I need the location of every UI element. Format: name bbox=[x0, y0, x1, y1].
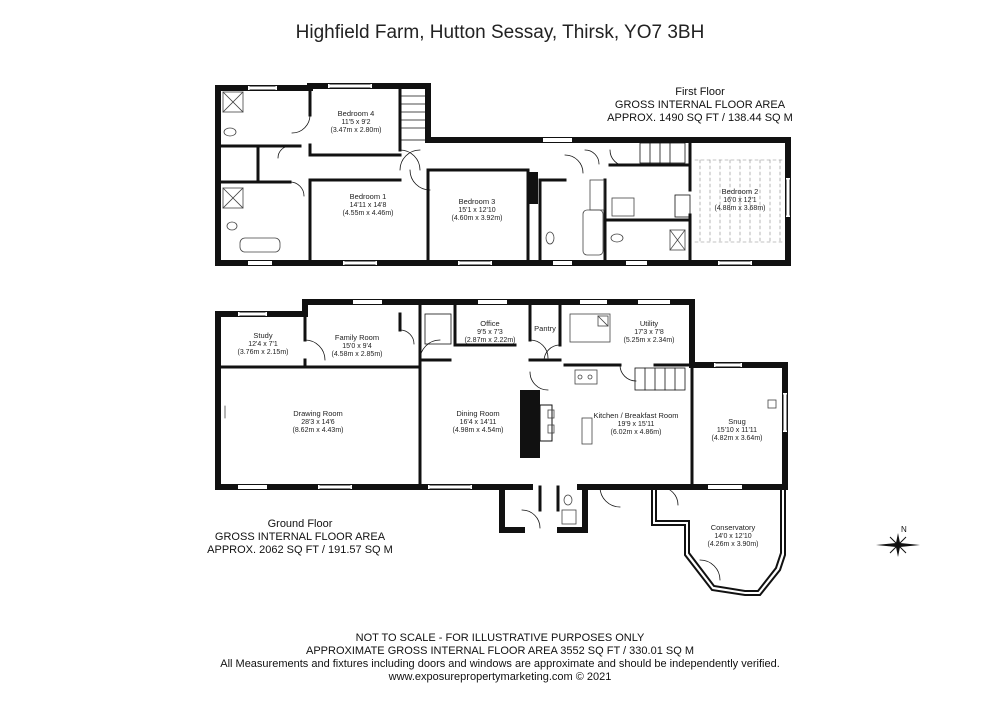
first-floor-fixtures bbox=[222, 91, 686, 256]
first-floor-chimney bbox=[528, 172, 538, 204]
compass-icon: N bbox=[876, 525, 920, 557]
room-label-office: Office 9'5 x 7'3 (2.87m x 2.22m) bbox=[464, 319, 516, 344]
first-floor-internal-walls bbox=[216, 86, 692, 265]
first-floor-heading: First Floor bbox=[675, 86, 725, 98]
first-floor-windows bbox=[248, 84, 790, 265]
room-label-bedroom-4: Bedroom 4 11'5 x 9'2 (3.47m x 2.80m) bbox=[330, 109, 382, 134]
first-floor-eaves-lines bbox=[694, 159, 786, 243]
room-label-family-room: Family Room 15'0 x 9'4 (4.58m x 2.85m) bbox=[331, 333, 383, 358]
room-label-dining-room: Dining Room 16'4 x 14'11 (4.98m x 4.54m) bbox=[452, 409, 504, 434]
ground-floor-area-value: APPROX. 2062 SQ FT / 191.57 SQ M bbox=[207, 544, 393, 556]
ground-floor-stairs bbox=[424, 313, 686, 391]
first-floor-area-value: APPROX. 1490 SQ FT / 138.44 SQ M bbox=[607, 112, 793, 124]
first-floor-area-info: First Floor GROSS INTERNAL FLOOR AREA AP… bbox=[600, 86, 800, 125]
room-label-kitchen-breakfast-room: Kitchen / Breakfast Room 19'9 x 15'11 (6… bbox=[593, 411, 679, 436]
ground-floor-window-frames bbox=[239, 311, 788, 490]
room-label-pantry: Pantry bbox=[534, 324, 556, 333]
compass-north-label: N bbox=[901, 525, 907, 534]
room-label-utility: Utility 17'3 x 7'8 (5.25m x 2.34m) bbox=[623, 319, 675, 344]
ground-floor-internal-walls bbox=[216, 300, 694, 512]
footer-measurement-note: All Measurements and fixtures including … bbox=[220, 658, 780, 670]
first-floor-doors bbox=[277, 114, 627, 197]
room-label-conservatory: Conservatory 14'0 x 12'10 (4.26m x 3.90m… bbox=[707, 523, 759, 548]
ground-floor-windows bbox=[238, 300, 787, 489]
conservatory-walls bbox=[651, 489, 786, 596]
ground-floor-doors bbox=[304, 329, 721, 581]
footer-disclaimer: NOT TO SCALE - FOR ILLUSTRATIVE PURPOSES… bbox=[0, 632, 1000, 684]
ground-floor-plan bbox=[215, 299, 788, 596]
ground-floor-heading: Ground Floor bbox=[267, 518, 333, 530]
room-label-drawing-room: Drawing Room 28'3 x 14'6 (8.62m x 4.43m) bbox=[292, 409, 344, 434]
ground-floor-area-label: GROSS INTERNAL FLOOR AREA bbox=[214, 531, 386, 543]
ground-floor-area-info: Ground Floor GROSS INTERNAL FLOOR AREA A… bbox=[200, 518, 400, 557]
first-floor-area-label: GROSS INTERNAL FLOOR AREA bbox=[614, 99, 786, 111]
room-label-study: Study 12'4 x 7'1 (3.76m x 2.15m) bbox=[237, 331, 289, 356]
room-label-bedroom-1: Bedroom 1 14'11 x 14'8 (4.55m x 4.46m) bbox=[342, 192, 394, 217]
room-label-bedroom-2: Bedroom 2 16'0 x 12'1 (4.88m x 3.68m) bbox=[714, 187, 766, 212]
page-title: Highfield Farm, Hutton Sessay, Thirsk, Y… bbox=[295, 22, 705, 43]
first-floor-plan bbox=[215, 83, 791, 266]
first-floor-window-frames bbox=[249, 83, 791, 266]
ground-floor-chimney-breast bbox=[520, 390, 540, 458]
first-floor-stairs bbox=[399, 87, 691, 218]
room-label-snug: Snug 15'10 x 11'11 (4.82m x 3.64m) bbox=[711, 417, 763, 442]
footer-website-link[interactable]: www.exposurepropertymarketing.com © 2021 bbox=[388, 671, 612, 683]
footer-not-to-scale: NOT TO SCALE - FOR ILLUSTRATIVE PURPOSES… bbox=[355, 632, 645, 644]
ground-floor-chimney-stove bbox=[539, 404, 553, 442]
footer-total-area: APPROXIMATE GROSS INTERNAL FLOOR AREA 35… bbox=[306, 645, 694, 657]
ground-floor-fixtures bbox=[224, 313, 777, 525]
room-label-bedroom-3: Bedroom 3 15'1 x 12'10 (4.60m x 3.92m) bbox=[451, 197, 503, 222]
